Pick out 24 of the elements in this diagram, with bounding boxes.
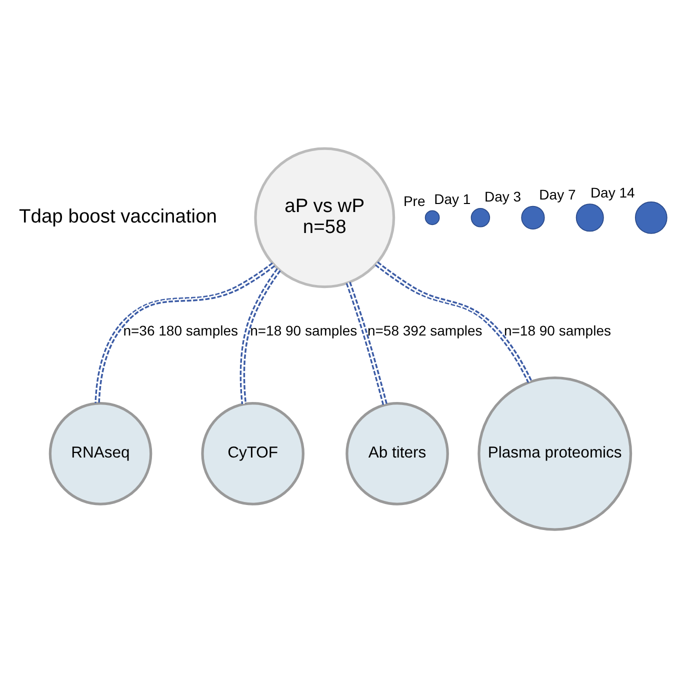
node-circle (424, 210, 440, 225)
node-label: Day 3 (484, 188, 522, 204)
node-circle: RNAseq (48, 402, 152, 505)
node-circle (634, 200, 668, 234)
node-circle (576, 203, 604, 232)
node-circle: Ab titers (346, 402, 449, 505)
node-circle: CyTOF (201, 402, 304, 505)
connector (346, 281, 388, 405)
node-label: Day 7 (539, 186, 576, 202)
connector (375, 261, 532, 383)
node-circle (521, 205, 545, 229)
edge-label: n=36 180 samples (123, 322, 238, 338)
edge-label: n=18 90 samples (504, 322, 611, 338)
connector (240, 268, 281, 404)
label: Tdap boost vaccination (19, 206, 218, 228)
node-label: Day 14 (590, 184, 635, 200)
node-circle (470, 208, 490, 227)
connector (94, 262, 276, 403)
node-label: Pre (403, 192, 426, 209)
edge-label: n=58 392 samples (367, 322, 482, 338)
edge-label: n=18 90 samples (250, 322, 358, 338)
node-circle: aP vs wP n=58 (254, 146, 396, 288)
node-label: Day 1 (434, 190, 471, 206)
node-circle: Plasma proteomics (478, 376, 632, 530)
